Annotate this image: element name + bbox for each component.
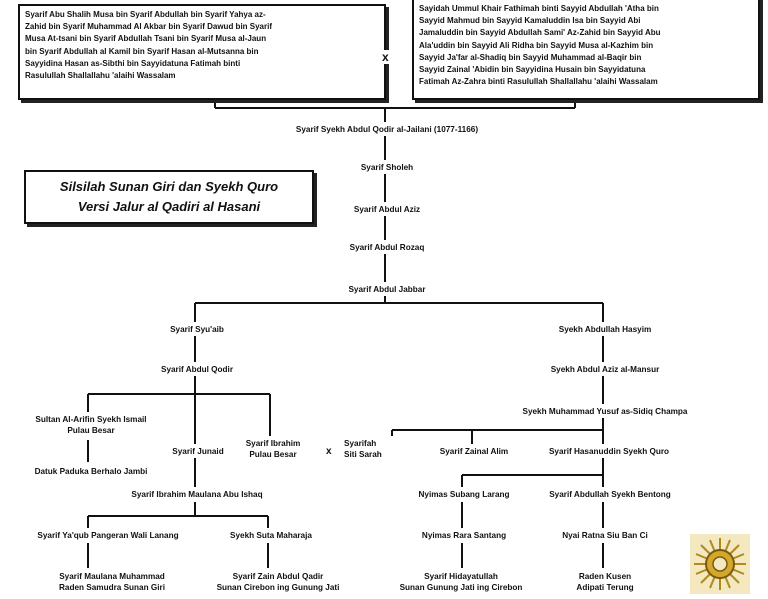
node-datuk-paduka: Datuk Paduka Berhalo Jambi bbox=[14, 466, 168, 477]
node-suta-maharaja: Syekh Suta Maharaja bbox=[212, 530, 330, 541]
sun-emblem-icon bbox=[690, 534, 750, 594]
marriage-mark-middle: x bbox=[326, 446, 332, 457]
node-abdullah-bentong: Syarif Abdullah Syekh Bentong bbox=[526, 489, 694, 500]
node-raden-kusen: Raden Kusen Adipati Terung bbox=[548, 571, 662, 593]
node-sholeh: Syarif Sholeh bbox=[335, 162, 439, 173]
node-abdul-aziz: Syarif Abdul Aziz bbox=[325, 204, 449, 215]
diagram-title: Silsilah Sunan Giri dan Syekh Quro Versi… bbox=[24, 170, 314, 224]
node-hasanuddin: Syarif Hasanuddin Syekh Quro bbox=[526, 446, 692, 457]
marriage-mark-top: x bbox=[382, 50, 389, 64]
node-ibrahim-pulau-besar: Syarif Ibrahim Pulau Besar bbox=[240, 438, 306, 460]
node-abdul-aziz-mansur: Syekh Abdul Aziz al-Mansur bbox=[523, 364, 687, 375]
left-lineage-box: Syarif Abu Shalih Musa bin Syarif Abdull… bbox=[18, 4, 386, 100]
node-hidayatullah: Syarif Hidayatullah Sunan Gunung Jati in… bbox=[372, 571, 550, 593]
node-ibrahim-maulana: Syarif Ibrahim Maulana Abu Ishaq bbox=[100, 489, 294, 500]
node-siti-sarah: Syarifah Siti Sarah bbox=[342, 438, 406, 460]
node-zain-abdul-qodir: Syarif Zain Abdul Qadir Sunan Cirebon in… bbox=[190, 571, 366, 593]
node-yusuf-champa: Syekh Muhammad Yusuf as-Sidiq Champa bbox=[488, 406, 722, 417]
node-nyimas-rara: Nyimas Rara Santang bbox=[402, 530, 526, 541]
right-lineage-box: Sayidah Ummul Khair Fathimah binti Sayyi… bbox=[412, 0, 760, 100]
node-syuaib: Syarif Syu'aib bbox=[145, 324, 249, 335]
node-junaid: Syarif Junaid bbox=[158, 446, 238, 457]
node-yaqub: Syarif Ya'qub Pangeran Wali Lanang bbox=[8, 530, 208, 541]
node-abdullah-hasyim: Syekh Abdullah Hasyim bbox=[535, 324, 675, 335]
node-jailani: Syarif Syekh Abdul Qodir al-Jailani (107… bbox=[270, 124, 504, 135]
node-nyai-ratna: Nyai Ratna Siu Ban Ci bbox=[543, 530, 667, 541]
node-zainal-alim: Syarif Zainal Alim bbox=[422, 446, 526, 457]
node-nyimas-subang: Nyimas Subang Larang bbox=[398, 489, 530, 500]
node-abdul-jabbar: Syarif Abdul Jabbar bbox=[325, 284, 449, 295]
node-abdul-rozaq: Syarif Abdul Rozaq bbox=[325, 242, 449, 253]
node-sultan-arifin: Sultan Al-Arifin Syekh Ismail Pulau Besa… bbox=[16, 414, 166, 436]
node-maulana-muhammad: Syarif Maulana Muhammad Raden Samudra Su… bbox=[30, 571, 194, 593]
node-abdul-qodir: Syarif Abdul Qodir bbox=[140, 364, 254, 375]
